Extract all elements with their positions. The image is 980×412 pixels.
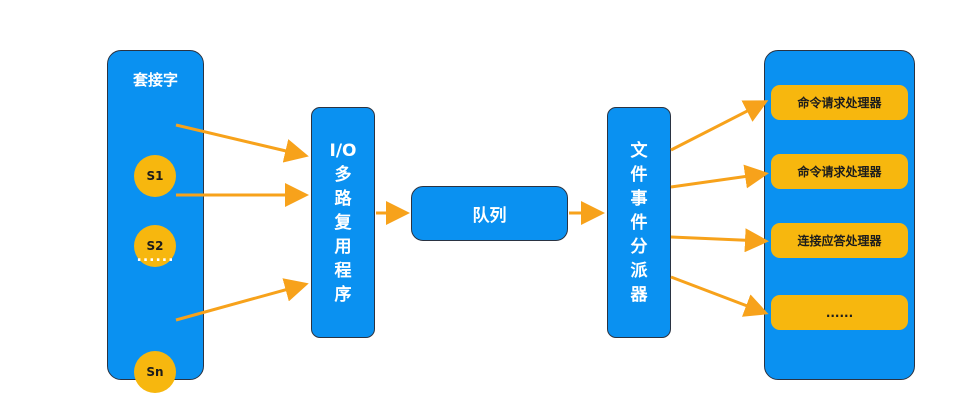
io-multiplexer-char: 路: [334, 188, 352, 209]
io-multiplexer-char: 序: [334, 284, 352, 305]
handler-panel: 命令请求处理器 命令请求处理器 连接应答处理器 ......: [764, 50, 915, 380]
socket-ellipsis: ......: [136, 249, 175, 265]
handler-connection-accept: 连接应答处理器: [771, 223, 908, 258]
socket-node-s2: S2: [134, 225, 176, 267]
socket-panel-title: 套接字: [132, 71, 178, 89]
arrow-dispatcher-to-handler-1: [670, 100, 769, 152]
arrow-dispatcher-to-handler-3: [670, 228, 769, 253]
io-multiplexer-char: I/O: [329, 140, 357, 161]
dispatcher-char: 派: [630, 260, 648, 281]
arrow-dispatcher-to-handler-4: [670, 275, 769, 317]
dispatcher-char: 件: [630, 212, 648, 233]
dispatcher-char: 器: [630, 284, 648, 305]
handler-command-request-2: 命令请求处理器: [771, 154, 908, 189]
io-multiplexer-char: 程: [334, 260, 352, 281]
socket-node-s1: S1: [134, 155, 176, 197]
io-multiplexer-box: I/O 多 路 复 用 程 序: [311, 107, 375, 338]
dispatcher-char: 件: [630, 164, 648, 185]
io-multiplexer-char: 多: [334, 164, 352, 185]
queue-box: 队列: [411, 186, 568, 241]
dispatcher-char: 分: [630, 236, 648, 257]
io-multiplexer-char: 复: [334, 212, 352, 233]
handler-ellipsis: ......: [771, 295, 908, 330]
dispatcher-char: 文: [630, 140, 648, 161]
socket-node-sn: Sn: [134, 351, 176, 393]
io-multiplexer-char: 用: [334, 236, 352, 257]
file-event-dispatcher-box: 文 件 事 件 分 派 器: [607, 107, 671, 338]
arrow-dispatcher-to-handler-2: [670, 164, 769, 189]
dispatcher-char: 事: [630, 188, 648, 209]
socket-panel: 套接字 S1 S2 ...... Sn: [107, 50, 204, 393]
handler-command-request-1: 命令请求处理器: [771, 85, 908, 120]
